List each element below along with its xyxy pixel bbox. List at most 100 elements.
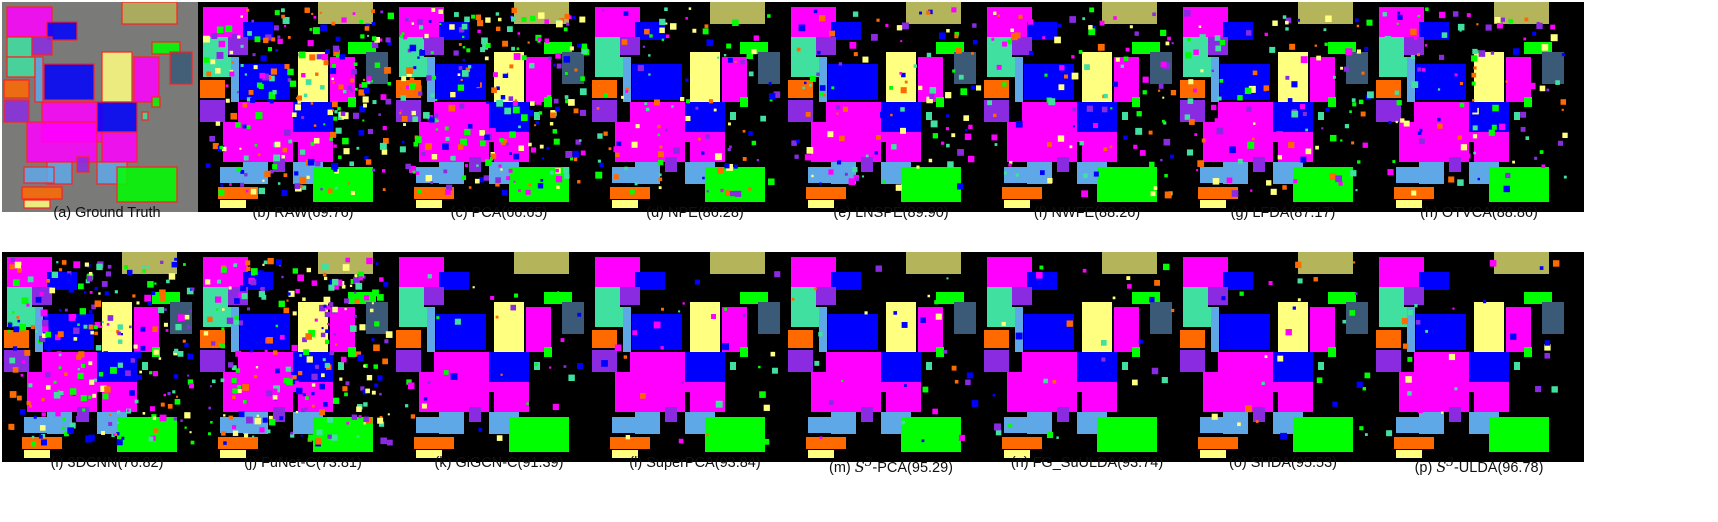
caption-sup: 3	[1446, 455, 1454, 469]
caption-prefix: (c)	[450, 205, 472, 221]
panel-caption-p: (p) S3-ULDA(96.78)	[1368, 455, 1590, 476]
caption-name: S	[1436, 459, 1447, 476]
panel-caption-f: (f) NWFE(88.26)	[976, 205, 1198, 221]
classification-map-g	[1178, 2, 1388, 212]
caption-name2: -ULDA	[1453, 459, 1498, 476]
caption-prefix: (o)	[1229, 455, 1251, 471]
panel-b: (b) RAW(69.76)	[198, 2, 410, 221]
caption-score: (93.74)	[1117, 455, 1164, 471]
caption-prefix: (i)	[50, 455, 68, 471]
panel-caption-k: (k) GiGCN-C(91.39)	[388, 455, 610, 471]
panel-caption-b: (b) RAW(69.76)	[192, 205, 414, 221]
caption-name: NPE	[667, 205, 698, 221]
caption-name: S	[854, 459, 865, 476]
caption-name: LNSPE	[855, 205, 903, 221]
classification-map-f	[982, 2, 1192, 212]
caption-score: (96.78)	[1497, 459, 1544, 476]
panel-j: (j) FuNet-C(73.81)	[198, 252, 410, 471]
panel-c: (c) PCA(66.65)	[394, 2, 606, 221]
caption-score: (87.17)	[1289, 205, 1336, 221]
panel-p: (p) S3-ULDA(96.78)	[1374, 252, 1586, 476]
classification-map-l	[590, 252, 800, 462]
panel-caption-h: (h) OTVCA(88.86)	[1368, 205, 1590, 221]
caption-score: (95.53)	[1291, 455, 1337, 471]
caption-prefix: (k)	[434, 455, 456, 471]
caption-score: (89.90)	[902, 205, 949, 221]
panel-caption-e: (e) LNSPE(89.90)	[780, 205, 1002, 221]
caption-score: (86.28)	[697, 205, 744, 221]
caption-name: FuNet-C	[261, 455, 316, 471]
classification-map-n	[982, 252, 1192, 462]
panel-caption-d: (d) NPE(86.28)	[584, 205, 806, 221]
caption-score: (95.29)	[907, 459, 953, 476]
panel-h: (h) OTVCA(88.86)	[1374, 2, 1586, 221]
panel-d: (d) NPE(86.28)	[590, 2, 802, 221]
caption-score: (66.65)	[501, 205, 548, 221]
caption-prefix: (j)	[244, 455, 262, 471]
caption-prefix: (n)	[1010, 455, 1033, 471]
caption-name: PCA	[471, 205, 502, 221]
panel-o: (o) SHDA(95.53)	[1178, 252, 1390, 471]
panel-caption-o: (o) SHDA(95.53)	[1172, 455, 1394, 471]
panel-caption-g: (g) LFDA(87.17)	[1172, 205, 1394, 221]
classification-map-m	[786, 252, 996, 462]
panel-k: (k) GiGCN-C(91.39)	[394, 252, 606, 471]
caption-score: (93.84)	[714, 455, 761, 471]
caption-prefix: (f)	[1033, 205, 1052, 221]
panel-caption-c: (c) PCA(66.65)	[388, 205, 610, 221]
caption-name: SHDA	[1250, 455, 1292, 471]
panel-l: (l) SuperPCA(93.84)	[590, 252, 802, 471]
classification-map-h	[1374, 2, 1584, 212]
caption-name2: -PCA	[872, 459, 908, 476]
classification-map-p	[1374, 252, 1584, 462]
caption-name: RAW	[274, 205, 308, 221]
caption-prefix: (m)	[829, 459, 855, 476]
caption-score: (91.39)	[517, 455, 564, 471]
caption-score: (69.76)	[307, 205, 354, 221]
panel-e: (e) LNSPE(89.90)	[786, 2, 998, 221]
classification-map-c	[394, 2, 604, 212]
caption-score: (73.81)	[315, 455, 362, 471]
caption-name: SuperPCA	[646, 455, 715, 471]
caption-prefix: (d)	[646, 205, 668, 221]
classification-map-o	[1178, 252, 1388, 462]
caption-prefix: (h)	[1420, 205, 1442, 221]
caption-score: (88.26)	[1094, 205, 1141, 221]
panel-i: (i) 3DCNN(76.82)	[2, 252, 214, 471]
caption-score: (88.86)	[1491, 205, 1538, 221]
caption-prefix: (p)	[1414, 459, 1437, 476]
caption-prefix: (a)	[53, 205, 76, 221]
caption-name: 3DCNN	[67, 455, 118, 471]
classification-map-d	[590, 2, 800, 212]
classification-map-j	[198, 252, 408, 462]
caption-sup: 3	[864, 455, 873, 469]
panel-g: (g) LFDA(87.17)	[1178, 2, 1390, 221]
caption-name: GiGCN-C	[455, 455, 518, 471]
panel-f: (f) NWFE(88.26)	[982, 2, 1194, 221]
caption-prefix: (g)	[1230, 205, 1253, 221]
caption-name: Ground Truth	[75, 205, 161, 221]
classification-map-k	[394, 252, 604, 462]
caption-name: NWFE	[1051, 205, 1095, 221]
panel-caption-m: (m) S3-PCA(95.29)	[780, 455, 1002, 476]
caption-name: FG_SuULDA	[1032, 455, 1118, 471]
caption-score: (76.82)	[117, 455, 164, 471]
panel-caption-j: (j) FuNet-C(73.81)	[192, 455, 414, 471]
panel-n: (n) FG_SuULDA(93.74)	[982, 252, 1194, 471]
caption-name: OTVCA	[1441, 205, 1492, 221]
classification-map-b	[198, 2, 408, 212]
panel-caption-a: (a) Ground Truth	[0, 205, 218, 221]
panel-caption-i: (i) 3DCNN(76.82)	[0, 455, 218, 471]
panel-a: (a) Ground Truth	[2, 2, 214, 221]
caption-prefix: (l)	[629, 455, 647, 471]
panel-caption-l: (l) SuperPCA(93.84)	[584, 455, 806, 471]
classification-map-a	[2, 2, 212, 212]
classification-map-e	[786, 2, 996, 212]
caption-name: LFDA	[1252, 205, 1290, 221]
panel-caption-n: (n) FG_SuULDA(93.74)	[976, 455, 1198, 471]
panel-m: (m) S3-PCA(95.29)	[786, 252, 998, 476]
caption-prefix: (b)	[252, 205, 275, 221]
classification-map-i	[2, 252, 212, 462]
caption-prefix: (e)	[833, 205, 856, 221]
